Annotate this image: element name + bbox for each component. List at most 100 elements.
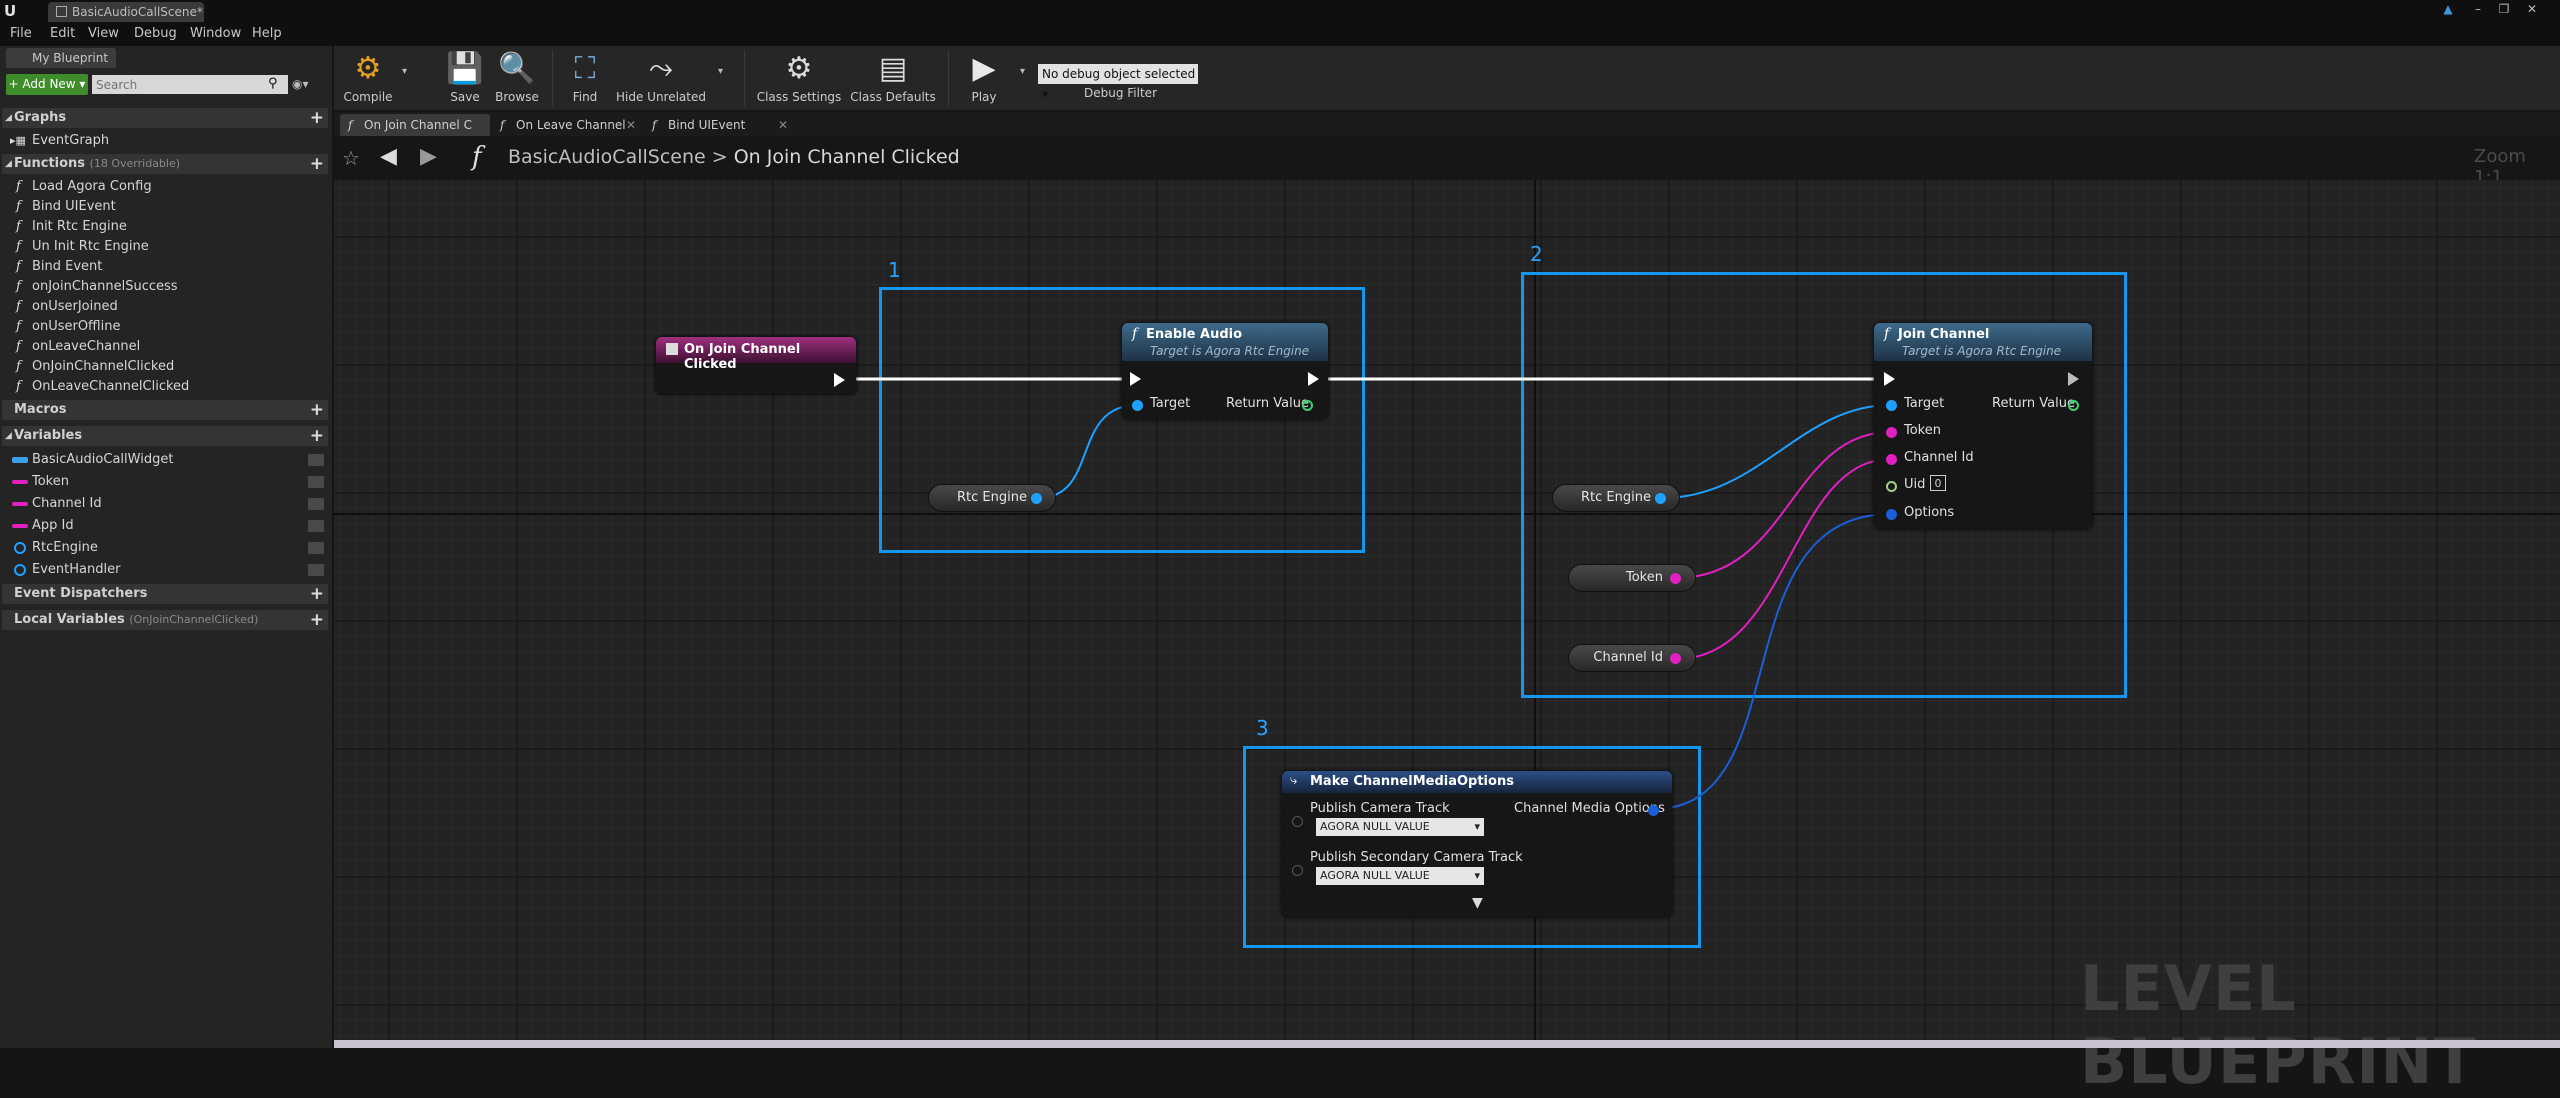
- exec-out-pin[interactable]: [834, 373, 845, 387]
- hide-options-chevron-icon[interactable]: ▾: [718, 66, 724, 77]
- visibility-eye-icon[interactable]: [308, 542, 324, 554]
- rtc-engine-out-pin[interactable]: [1655, 493, 1666, 504]
- event-node-on-join-channel-clicked[interactable]: On Join Channel Clicked: [656, 337, 856, 394]
- document-tab[interactable]: BasicAudioCallScene*: [48, 2, 204, 22]
- publish-secondary-pin[interactable]: [1292, 865, 1303, 876]
- minimize-icon[interactable]: –: [2475, 2, 2481, 16]
- menu-view[interactable]: View: [88, 26, 119, 41]
- visibility-eye-icon[interactable]: [308, 454, 324, 466]
- save-button[interactable]: 💾Save: [446, 51, 484, 104]
- search-input[interactable]: [92, 75, 288, 94]
- favorite-star-icon[interactable]: ☆: [342, 146, 360, 170]
- make-channel-media-options-node[interactable]: ⤷ Make ChannelMediaOptions Publish Camer…: [1282, 771, 1672, 917]
- rtc-engine-out-pin[interactable]: [1031, 493, 1042, 504]
- add-dispatcher-icon[interactable]: +: [309, 584, 324, 604]
- add-macro-icon[interactable]: +: [309, 400, 324, 420]
- publish-secondary-select[interactable]: AGORA NULL VALUE▾: [1316, 867, 1484, 885]
- variable-item[interactable]: App Id: [0, 516, 330, 536]
- play-button[interactable]: ▶Play: [956, 48, 1012, 108]
- expand-pins-chevron-icon[interactable]: ▼: [1472, 895, 1483, 911]
- exec-out-pin[interactable]: [2068, 372, 2079, 386]
- comment-box-2[interactable]: [1521, 272, 2127, 698]
- class-defaults-button[interactable]: ▤Class Defaults: [850, 51, 936, 104]
- marketplace-icon[interactable]: ▲: [2443, 2, 2453, 16]
- section-local-variables[interactable]: Local Variables (OnJoinChannelClicked)+: [2, 610, 328, 630]
- maximize-icon[interactable]: ❐: [2498, 2, 2510, 16]
- my-blueprint-tab[interactable]: My Blueprint: [6, 48, 116, 68]
- channel-id-out-pin[interactable]: [1670, 653, 1681, 664]
- hide-unrelated-button[interactable]: ⤳Hide Unrelated: [615, 51, 706, 104]
- menu-window[interactable]: Window: [190, 26, 242, 41]
- search-icon[interactable]: ⚲: [268, 76, 278, 91]
- exec-out-pin[interactable]: [1308, 372, 1319, 386]
- token-variable-node[interactable]: Token: [1568, 564, 1696, 592]
- compile-options-chevron-icon[interactable]: ▾: [402, 66, 408, 77]
- class-settings-button[interactable]: ⚙Class Settings: [756, 51, 842, 104]
- exec-in-pin[interactable]: [1884, 372, 1895, 386]
- channel-id-pin[interactable]: [1886, 454, 1897, 465]
- section-graphs[interactable]: ◢Graphs+: [2, 108, 328, 128]
- back-arrow-icon[interactable]: ◀: [380, 144, 397, 169]
- channel-id-variable-node[interactable]: Channel Id: [1568, 644, 1696, 672]
- uid-value-input[interactable]: 0: [1930, 475, 1946, 491]
- view-options-icon[interactable]: ◉▾: [292, 77, 309, 91]
- menu-edit[interactable]: Edit: [50, 26, 76, 41]
- compile-button[interactable]: ⚙Compile: [343, 51, 393, 104]
- token-pin[interactable]: [1886, 427, 1897, 438]
- variable-item[interactable]: BasicAudioCallWidget: [0, 450, 330, 470]
- debug-object-select[interactable]: No debug object selected ▾: [1038, 64, 1198, 101]
- close-tab-icon[interactable]: ✕: [625, 118, 636, 132]
- section-macros[interactable]: Macros+: [2, 400, 328, 420]
- return-value-pin[interactable]: [2068, 400, 2079, 411]
- find-button[interactable]: ⛶Find: [560, 48, 610, 108]
- comment-box-3[interactable]: [1243, 746, 1701, 948]
- variable-item[interactable]: Token: [0, 472, 330, 492]
- visibility-eye-icon[interactable]: [308, 498, 324, 510]
- section-variables[interactable]: ◢Variables+: [2, 426, 328, 446]
- variable-item[interactable]: RtcEngine: [0, 538, 330, 558]
- add-variable-icon[interactable]: +: [309, 426, 324, 446]
- browse-button[interactable]: 🔍Browse: [495, 51, 539, 104]
- target-pin[interactable]: [1886, 400, 1897, 411]
- return-value-pin[interactable]: [1302, 400, 1313, 411]
- add-new-button[interactable]: + Add New ▾: [6, 74, 88, 95]
- menu-debug[interactable]: Debug: [134, 26, 177, 41]
- comment-label-3[interactable]: 3: [1256, 716, 1269, 740]
- forward-arrow-icon[interactable]: ▶: [420, 144, 437, 169]
- visibility-eye-icon[interactable]: [308, 476, 324, 488]
- variable-item[interactable]: Channel Id: [0, 494, 330, 514]
- play-options-chevron-icon[interactable]: ▾: [1020, 66, 1026, 77]
- comment-label-1[interactable]: 1: [888, 258, 901, 282]
- add-local-variable-icon[interactable]: +: [309, 610, 324, 630]
- target-pin[interactable]: [1132, 400, 1143, 411]
- comment-label-2[interactable]: 2: [1530, 242, 1543, 266]
- join-channel-node[interactable]: f Join Channel Target is Agora Rtc Engin…: [1874, 323, 2092, 529]
- publish-camera-pin[interactable]: [1292, 816, 1303, 827]
- variable-item[interactable]: EventHandler: [0, 560, 330, 580]
- exec-in-pin[interactable]: [1130, 372, 1141, 386]
- close-window-icon[interactable]: ✕: [2526, 2, 2538, 16]
- add-function-icon[interactable]: +: [309, 154, 324, 174]
- section-functions[interactable]: ◢Functions (18 Overridable)+: [2, 154, 328, 174]
- publish-camera-select[interactable]: AGORA NULL VALUE▾: [1316, 818, 1484, 836]
- visibility-eye-icon[interactable]: [308, 520, 324, 532]
- graph-item-eventgraph[interactable]: ▸▦EventGraph: [0, 131, 330, 151]
- token-out-pin[interactable]: [1670, 573, 1681, 584]
- menu-file[interactable]: File: [10, 26, 32, 41]
- add-graph-icon[interactable]: +: [309, 108, 324, 128]
- close-tab-icon[interactable]: ✕: [777, 118, 788, 132]
- menu-help[interactable]: Help: [252, 26, 282, 41]
